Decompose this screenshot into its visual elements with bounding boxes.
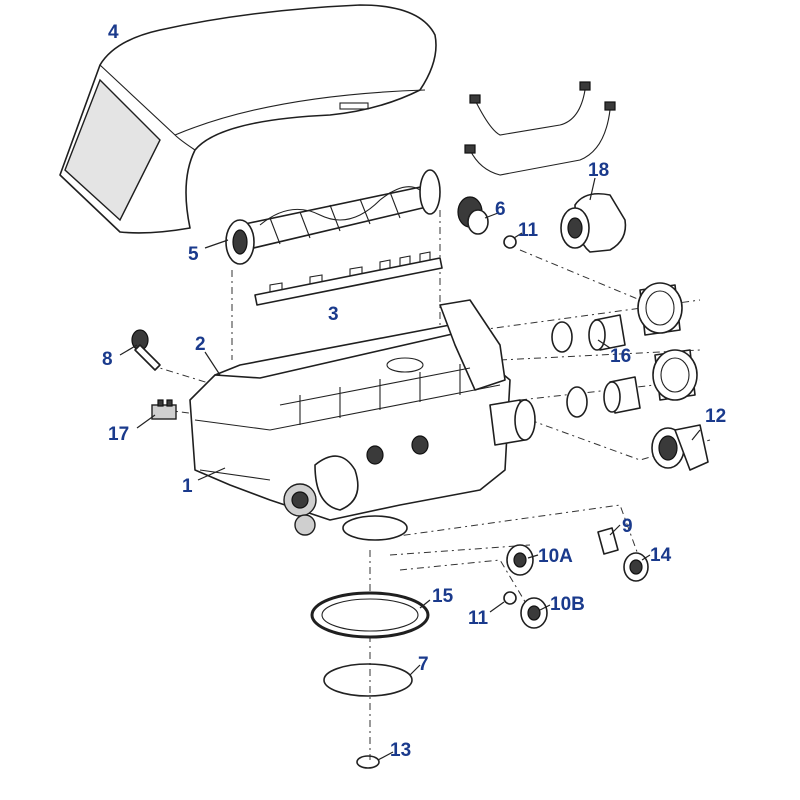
callout-12: 12 [705, 406, 726, 427]
callout-11-upper: 11 [518, 220, 539, 241]
part-13-small-o-ring [356, 755, 380, 769]
part-11-ball-lower [503, 591, 517, 605]
part-6-cap [457, 196, 489, 235]
part-14-cap [623, 552, 649, 582]
callout-1: 1 [182, 476, 193, 497]
callout-5: 5 [188, 244, 199, 265]
part-10a-plug [506, 544, 534, 576]
part-11-ball-upper [503, 235, 517, 249]
part-17-switch [151, 399, 177, 420]
part-10b-plug [520, 597, 548, 629]
part-15-clamp-ring [310, 591, 430, 639]
part-5-piston-shaft [225, 169, 441, 265]
part-12-elbow [651, 424, 709, 471]
part-8-stem [131, 329, 161, 371]
callout-2: 2 [195, 334, 206, 355]
callout-18: 18 [588, 160, 609, 181]
callout-16: 16 [610, 346, 631, 367]
callout-6: 6 [495, 199, 506, 220]
callout-3: 3 [328, 304, 339, 325]
part-7-o-ring [323, 663, 413, 697]
part-3-rail [254, 251, 443, 306]
part-18-motor [560, 192, 627, 253]
callout-9: 9 [622, 516, 633, 537]
callout-4: 4 [108, 22, 119, 43]
callout-14: 14 [650, 545, 672, 566]
leader-lines [119, 177, 701, 761]
callout-10b: 10B [550, 594, 585, 615]
callout-13: 13 [390, 740, 411, 761]
part-16-adapters [551, 282, 698, 418]
part-9-fitting [597, 527, 619, 555]
callout-15: 15 [432, 586, 454, 607]
callout-7: 7 [418, 654, 429, 675]
callout-17: 17 [108, 424, 129, 445]
part-1-valve-body [189, 299, 536, 541]
callout-8: 8 [102, 349, 113, 370]
part-4-cover [59, 4, 437, 234]
callout-11-lower: 11 [468, 608, 489, 629]
wire-harness [464, 81, 616, 176]
callouts: 1 2 3 4 5 6 7 8 9 10A 10B 11 11 12 13 14… [102, 22, 726, 761]
callout-10a: 10A [538, 546, 573, 567]
